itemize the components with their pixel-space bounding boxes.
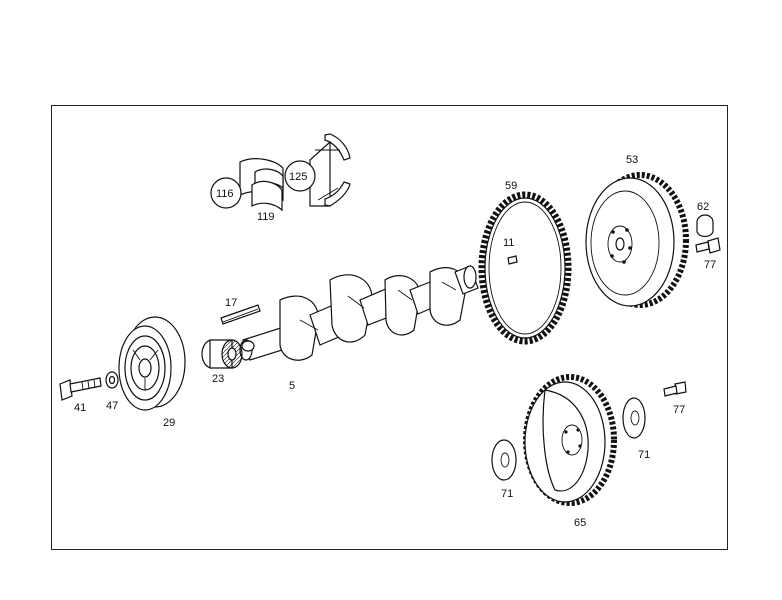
label-11: 11 <box>503 237 514 249</box>
shim-71-right[interactable] <box>622 397 646 439</box>
label-65: 65 <box>574 517 586 529</box>
bearing-shells-119[interactable] <box>210 158 284 212</box>
flywheel-53[interactable] <box>585 172 689 308</box>
diagram-frame <box>51 105 728 550</box>
dowel-sleeve-62[interactable] <box>696 214 714 238</box>
label-41: 41 <box>74 402 86 414</box>
label-71-left: 71 <box>501 488 513 500</box>
label-17: 17 <box>225 297 237 309</box>
label-47: 47 <box>106 400 118 412</box>
crankshaft-5[interactable] <box>239 265 479 361</box>
label-62: 62 <box>697 201 709 213</box>
vibration-damper-29[interactable] <box>118 316 186 411</box>
callout-circle-116 <box>210 177 242 209</box>
flywheel-bolt-77-upper[interactable] <box>695 237 721 254</box>
label-29: 29 <box>163 417 175 429</box>
label-5: 5 <box>289 380 295 392</box>
label-53: 53 <box>626 154 638 166</box>
bolt-41[interactable] <box>59 377 102 401</box>
label-125: 125 <box>289 171 307 183</box>
ring-gear-59[interactable] <box>478 191 572 345</box>
label-119: 119 <box>257 211 275 223</box>
shim-71-left[interactable] <box>491 439 517 481</box>
label-116: 116 <box>216 188 234 200</box>
washer-47[interactable] <box>105 371 119 389</box>
thrust-washers-125[interactable] <box>284 133 351 207</box>
label-77-upper: 77 <box>704 259 716 271</box>
crankshaft-gear-23[interactable] <box>201 339 255 369</box>
drive-plate-65[interactable] <box>523 374 617 506</box>
callout-circle-125 <box>284 160 316 192</box>
label-59: 59 <box>505 180 517 192</box>
label-71-right: 71 <box>638 449 650 461</box>
woodruff-key-17[interactable] <box>220 304 261 325</box>
label-77-lower: 77 <box>673 404 685 416</box>
drive-plate-bolt-77-lower[interactable] <box>663 381 687 397</box>
label-23: 23 <box>212 373 224 385</box>
